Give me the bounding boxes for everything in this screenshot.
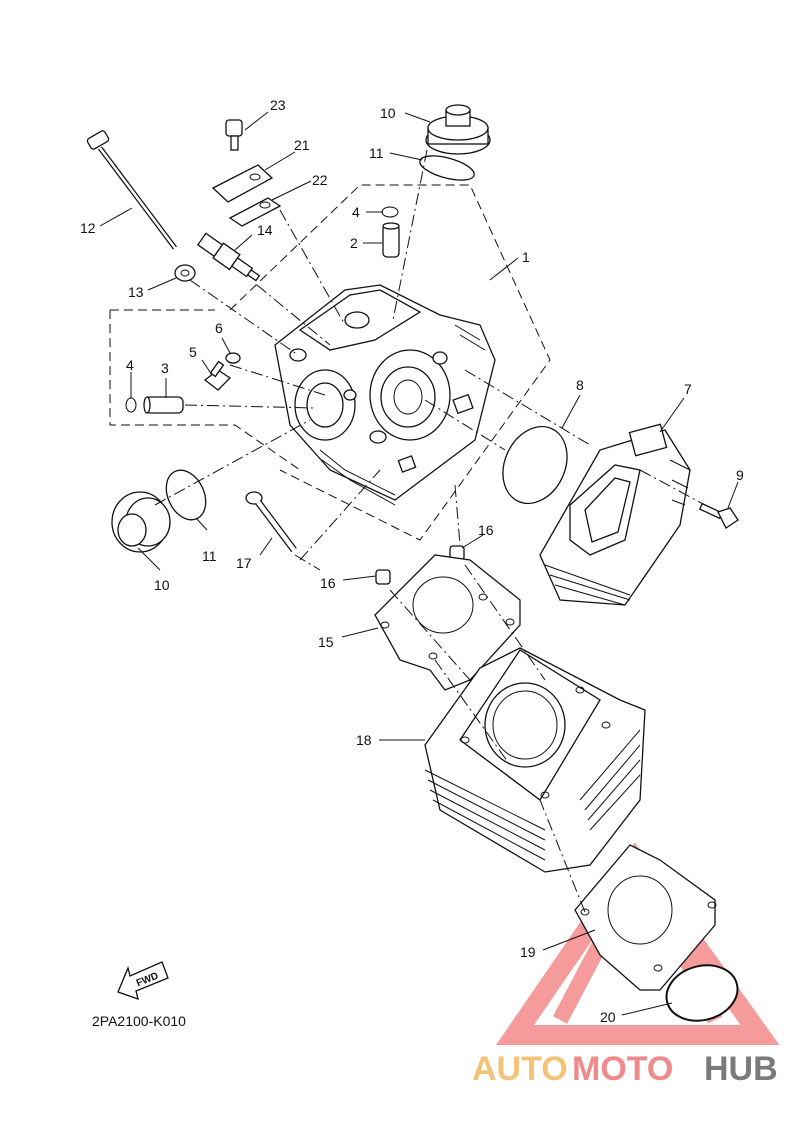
callout-11-top: 11 <box>369 145 384 161</box>
part-18-cylinder-block <box>424 647 646 873</box>
callout-7: 7 <box>684 381 692 397</box>
part-23-bolt <box>225 119 243 151</box>
part-14-spark-plug <box>196 232 261 282</box>
callout-17: 17 <box>236 555 252 571</box>
part-2-valve-guide <box>382 222 400 258</box>
watermark-moto: MOTO <box>572 1050 673 1088</box>
part-1-cylinder-head <box>274 284 496 506</box>
callout-10-bottom: 10 <box>154 577 170 593</box>
part-5-bolt <box>203 360 232 391</box>
part-19-base-gasket <box>574 844 717 991</box>
part-21-cover <box>211 164 274 203</box>
part-10-cap-top <box>425 104 491 155</box>
part-20-oring <box>665 964 739 1022</box>
callout-14: 14 <box>257 222 273 238</box>
part-10-cap-bottom <box>111 491 171 553</box>
leader-lines <box>99 111 739 1016</box>
callout-23: 23 <box>270 97 286 113</box>
callout-22: 22 <box>312 172 328 188</box>
callout-4-side: 4 <box>126 357 134 373</box>
part-16-dowel-b <box>375 569 391 585</box>
callout-18: 18 <box>356 732 372 748</box>
part-4-clip-top <box>381 206 399 218</box>
callout-16-right: 16 <box>478 522 494 538</box>
assembly-boundary <box>109 184 551 541</box>
watermark-hub: HUB <box>704 1050 778 1088</box>
callout-3: 3 <box>161 360 169 376</box>
part-6-washer <box>225 352 241 364</box>
part-3-valve-guide <box>143 396 184 414</box>
callout-11-bottom: 11 <box>202 548 217 564</box>
fwd-arrow-icon: FWD <box>117 961 169 1001</box>
part-9-bolt <box>698 502 739 529</box>
callout-13: 13 <box>128 284 144 300</box>
part-7-side-cover <box>539 423 691 606</box>
part-13-washer <box>174 264 196 282</box>
callout-19: 19 <box>520 944 536 960</box>
callout-4-top: 4 <box>352 204 360 220</box>
part-8-oring <box>502 425 568 505</box>
callout-12: 12 <box>80 220 96 236</box>
watermark-auto: AUTO <box>472 1050 568 1088</box>
callout-2: 2 <box>350 235 358 251</box>
callout-5: 5 <box>189 344 197 360</box>
callout-21: 21 <box>294 137 310 153</box>
callout-20: 20 <box>600 1009 616 1025</box>
alignment-lines <box>154 149 706 913</box>
part-17-bolt <box>245 491 297 553</box>
callout-6: 6 <box>215 320 223 336</box>
watermark-text: AUTO MOTO HUB <box>472 1050 778 1088</box>
diagram-code: 2PA2100-K010 <box>92 1013 186 1029</box>
callout-1: 1 <box>522 249 530 265</box>
part-15-head-gasket <box>374 554 521 691</box>
callout-labels: 1 2 3 4 4 5 6 7 8 9 10 10 11 11 12 13 14… <box>80 97 744 1025</box>
part-4-clip-side <box>125 397 137 413</box>
part-11-oring-top <box>419 155 475 181</box>
callout-10-top: 10 <box>380 105 396 121</box>
callout-15: 15 <box>318 634 334 650</box>
callout-16-left: 16 <box>320 575 336 591</box>
part-12-stud-bolt <box>86 130 177 250</box>
callout-9: 9 <box>736 467 744 483</box>
callout-8: 8 <box>576 377 584 393</box>
part-22-gasket <box>228 197 282 227</box>
